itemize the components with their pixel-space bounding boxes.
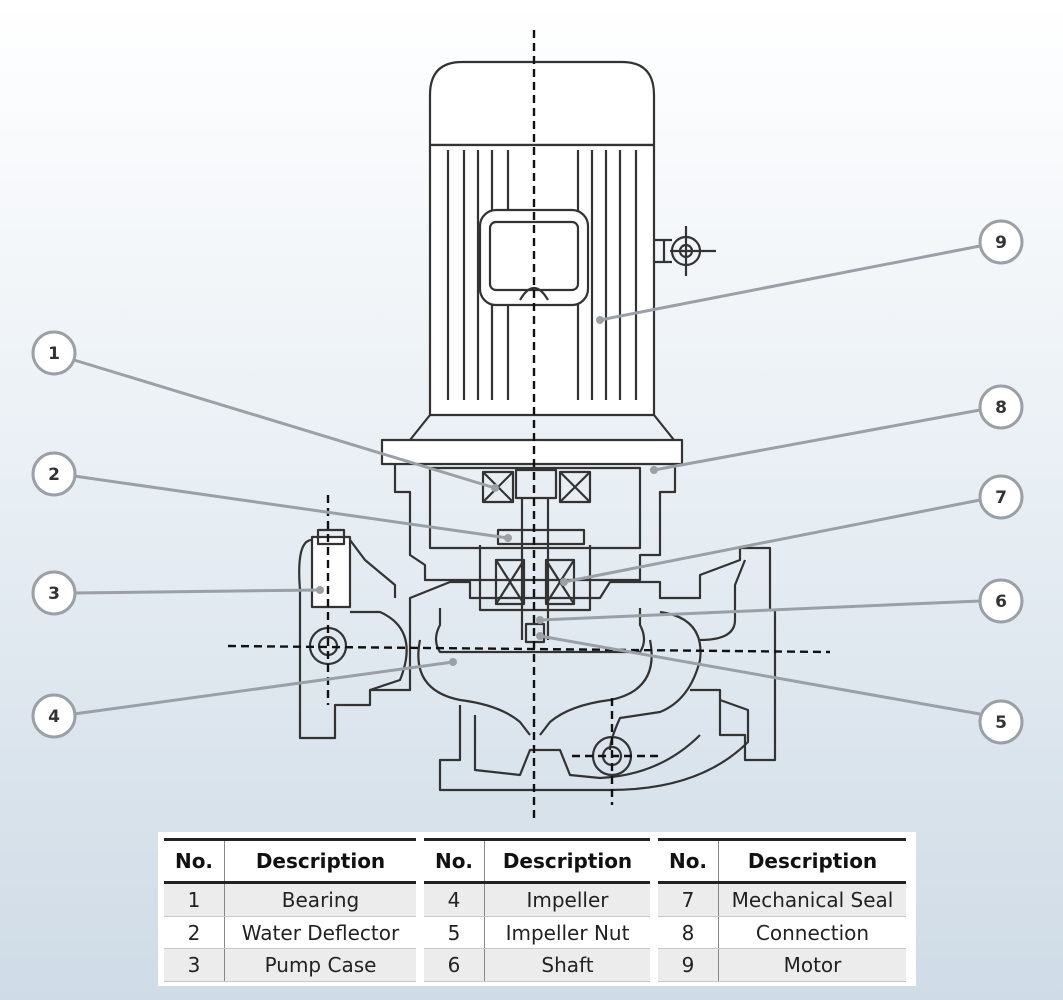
callout-6: 6	[978, 578, 1024, 624]
header-description: Description	[224, 837, 416, 885]
header-description: Description	[718, 837, 906, 885]
table-row: 3 Pump Case	[164, 948, 416, 982]
part-no: 6	[424, 948, 485, 982]
part-no: 5	[424, 916, 485, 950]
svg-text:8: 8	[995, 398, 1007, 418]
part-desc: Bearing	[224, 882, 416, 917]
svg-text:2: 2	[48, 465, 60, 485]
header-no: No.	[658, 837, 719, 885]
callout-3: 3	[31, 570, 77, 616]
table-row: 8 Connection	[658, 916, 906, 950]
pump-diagram: 1 2 3 4 5 6 7 8 9	[31, 30, 1024, 822]
pump-case-drawing	[298, 528, 777, 792]
part-desc: Mechanical Seal	[718, 882, 906, 917]
header-no: No.	[424, 837, 485, 885]
legend-table-3: No. Description 7 Mechanical Seal 8 Conn…	[658, 837, 906, 982]
table-row: 6 Shaft	[424, 948, 650, 982]
svg-text:9: 9	[995, 233, 1007, 253]
part-no: 4	[424, 882, 485, 917]
svg-text:7: 7	[995, 488, 1007, 508]
callout-4: 4	[31, 693, 77, 739]
svg-text:5: 5	[995, 713, 1007, 733]
callout-7: 7	[978, 474, 1024, 520]
header-description: Description	[484, 837, 650, 885]
table-row: 2 Water Deflector	[164, 916, 416, 950]
svg-text:6: 6	[995, 592, 1007, 612]
part-desc: Shaft	[484, 948, 650, 982]
part-desc: Connection	[718, 916, 906, 950]
svg-text:4: 4	[48, 707, 60, 727]
part-desc: Motor	[718, 948, 906, 982]
table-row: 1 Bearing	[164, 882, 416, 917]
part-no: 2	[164, 916, 225, 950]
table-row: 5 Impeller Nut	[424, 916, 650, 950]
header-no: No.	[164, 837, 225, 885]
part-no: 8	[658, 916, 719, 950]
table-row: 7 Mechanical Seal	[658, 882, 906, 917]
part-no: 9	[658, 948, 719, 982]
motor-drawing	[409, 60, 716, 441]
part-desc: Impeller Nut	[484, 916, 650, 950]
part-desc: Water Deflector	[224, 916, 416, 950]
legend-table-2: No. Description 4 Impeller 5 Impeller Nu…	[424, 837, 650, 982]
part-no: 3	[164, 948, 225, 982]
callout-2: 2	[31, 451, 77, 497]
svg-text:1: 1	[48, 344, 60, 364]
part-no: 7	[658, 882, 719, 917]
table-row: 4 Impeller	[424, 882, 650, 917]
legend-table-1: No. Description 1 Bearing 2 Water Deflec…	[164, 837, 416, 982]
callout-5: 5	[978, 699, 1024, 745]
table-row: 9 Motor	[658, 948, 906, 982]
callout-8: 8	[978, 384, 1024, 430]
svg-text:3: 3	[48, 584, 60, 604]
part-desc: Impeller	[484, 882, 650, 917]
callout-9: 9	[978, 219, 1024, 265]
part-desc: Pump Case	[224, 948, 416, 982]
part-no: 1	[164, 882, 225, 917]
parts-legend: No. Description 1 Bearing 2 Water Deflec…	[158, 832, 916, 986]
shaft-drawing	[520, 498, 550, 644]
callout-1: 1	[31, 330, 77, 376]
